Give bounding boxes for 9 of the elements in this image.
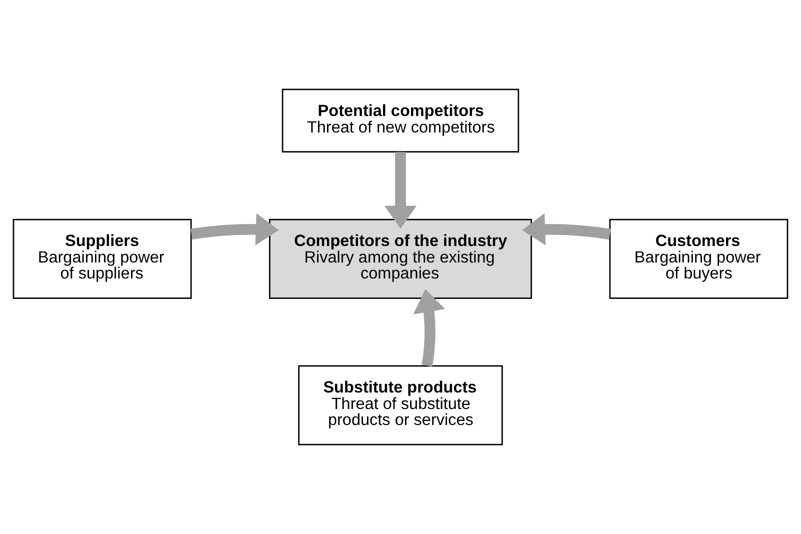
arrow xyxy=(522,213,611,246)
node-box: Potential competitors Threat of new competitors xyxy=(282,88,520,152)
arrow xyxy=(384,152,417,229)
node-box: Customers Bargaining power of buyers xyxy=(609,218,788,299)
node-box: Suppliers Bargaining power of suppliers xyxy=(12,218,192,299)
arrow xyxy=(190,213,279,246)
arrow xyxy=(413,289,446,367)
node-box: Competitors of the industry Rivalry among the existing companies xyxy=(269,218,532,299)
node-box: Substitute products Threat of substitute products or services xyxy=(298,365,503,446)
